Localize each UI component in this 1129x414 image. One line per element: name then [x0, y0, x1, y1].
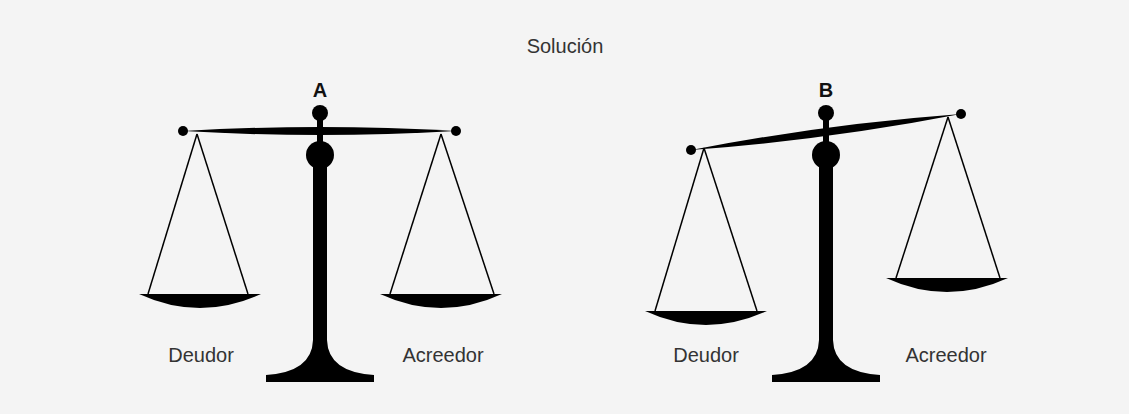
pan-label: Acreedor: [905, 343, 986, 367]
tilted-scale: [645, 105, 1008, 382]
pan-label: Acreedor: [402, 343, 483, 367]
diagram-title: Solución: [527, 34, 604, 58]
scale-letter: A: [313, 78, 327, 102]
pan-label: Deudor: [168, 343, 234, 367]
pan-label: Deudor: [673, 343, 739, 367]
scale-letter: B: [819, 78, 833, 102]
balanced-scale: [139, 105, 502, 382]
